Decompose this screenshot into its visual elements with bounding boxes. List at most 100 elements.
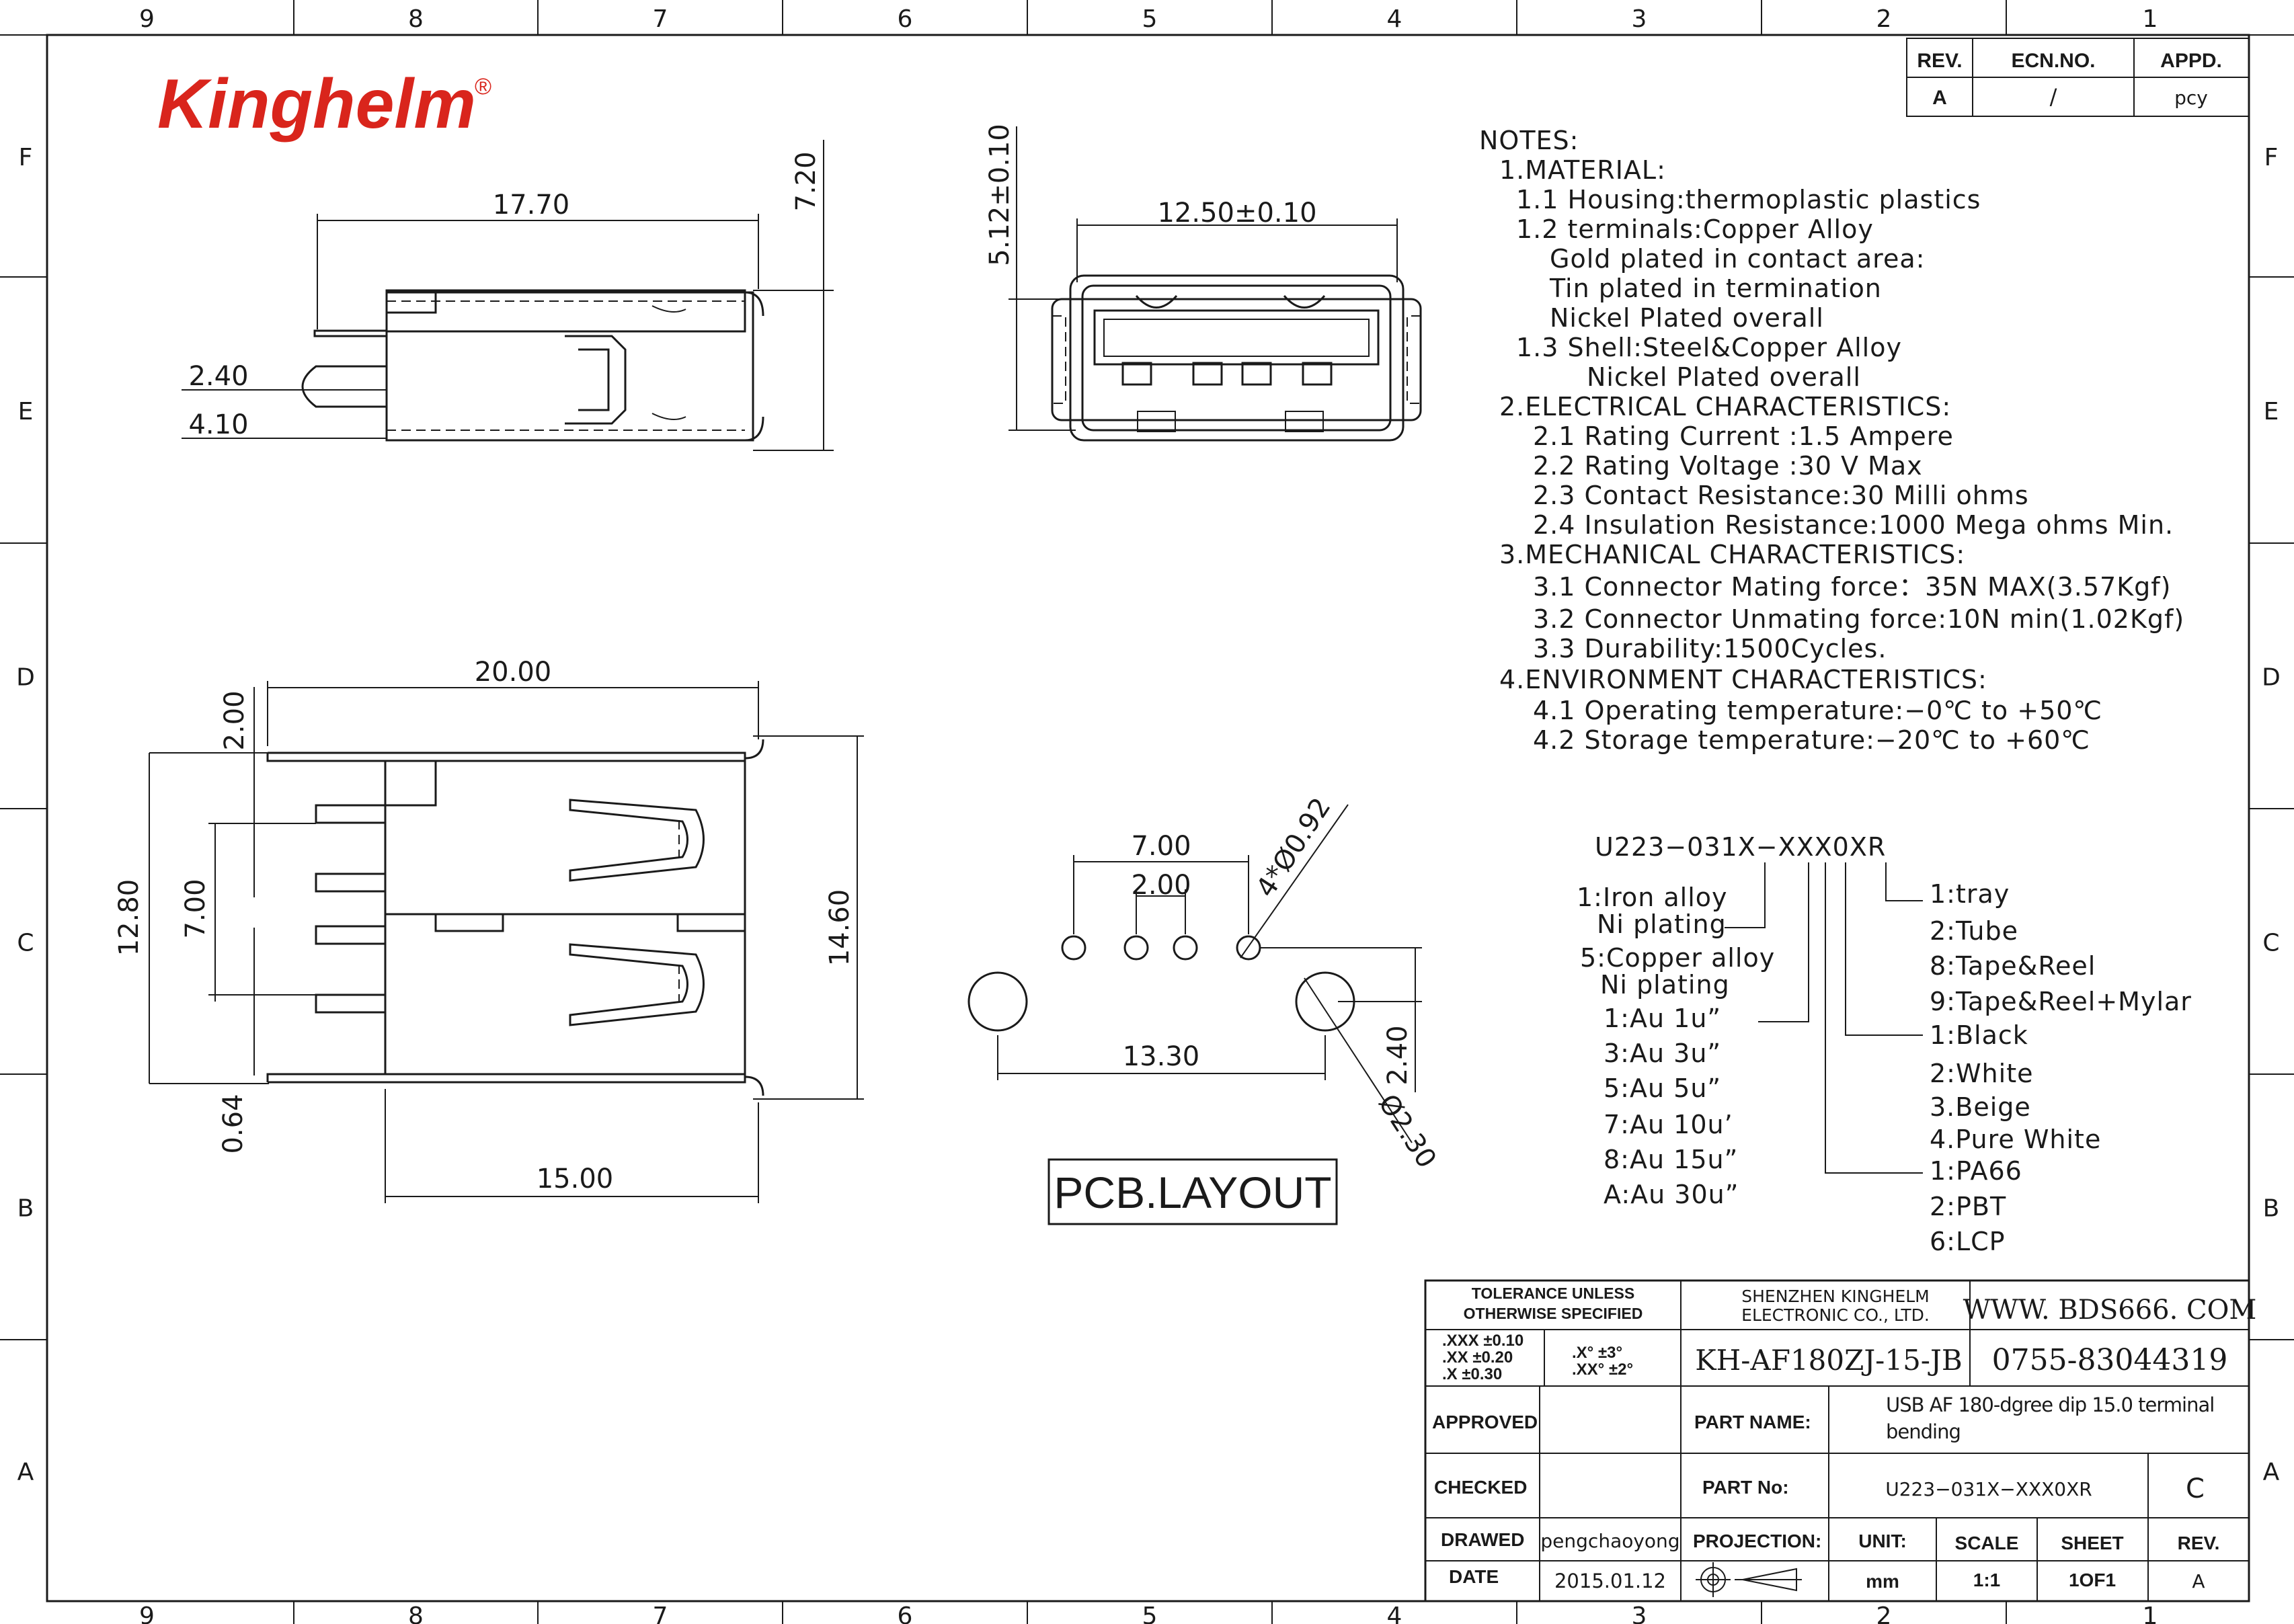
ordering-code-text: U223−031X−XXX0XR <box>1595 832 1886 862</box>
registered-mark: ® <box>475 74 491 99</box>
projection-label: PROJECTION: <box>1693 1531 1821 1551</box>
column-label-top: 4 <box>1387 5 1402 33</box>
approved-label: APPROVED <box>1432 1412 1538 1432</box>
revision-table: REV. ECN.NO. APPD. A / pcy <box>1906 38 2250 117</box>
ordering-option-left: 8:Au 15u” <box>1604 1145 1738 1174</box>
kinghelm-logo: Kinghelm <box>157 65 476 143</box>
note-line: 2.1 Rating Current :1.5 Ampere <box>1533 421 1954 451</box>
dim-pcb-a: 7.00 <box>1131 831 1191 862</box>
column-label-bottom: 2 <box>1876 1602 1892 1624</box>
dim-side-length: 17.70 <box>493 190 570 220</box>
note-line: 3.MECHANICAL CHARACTERISTICS: <box>1499 540 1965 569</box>
ordering-option-right: 9:Tape&Reel+Mylar <box>1930 987 2192 1016</box>
column-label-top: 8 <box>408 5 424 33</box>
scale-label: SCALE <box>1955 1533 2019 1553</box>
rev-value: A <box>2192 1570 2205 1592</box>
dim-top-height: 12.80 <box>114 879 145 957</box>
ordering-option-right: 1:PA66 <box>1930 1156 2022 1186</box>
appd-header: APPD. <box>2160 50 2222 72</box>
note-line: 2.ELECTRICAL CHARACTERISTICS: <box>1499 392 1951 421</box>
part-no-label: PART No: <box>1702 1477 1789 1498</box>
dim-side-pin1: 2.40 <box>188 361 248 392</box>
note-line: 1.3 Shell:Steel&Copper Alloy <box>1516 333 1902 362</box>
scale-value: 1:1 <box>1973 1570 2000 1590</box>
unit-value: mm <box>1866 1571 1899 1592</box>
unit-label: UNIT: <box>1858 1531 1907 1551</box>
part-rev-value: C <box>2186 1473 2205 1504</box>
checked-label: CHECKED <box>1434 1477 1527 1498</box>
ordering-option-right: 1:tray <box>1930 879 2010 909</box>
dim-top-base: 15.00 <box>537 1164 614 1194</box>
projection-symbol-icon <box>1696 1562 1802 1597</box>
note-line: 2.3 Contact Resistance:30 Milli ohms <box>1533 481 2029 510</box>
drawed-label: DRAWED <box>1441 1529 1524 1550</box>
row-label-right: B <box>2263 1195 2280 1223</box>
row-label-left: F <box>19 144 33 171</box>
part-name-label: PART NAME: <box>1694 1412 1811 1432</box>
date-label: DATE <box>1449 1566 1499 1587</box>
ordering-option-left: 5:Au 5u” <box>1604 1073 1721 1103</box>
notes-block: NOTES:1.MATERIAL:1.1 Housing:thermoplast… <box>1479 126 2184 755</box>
part-name-line-2: bending <box>1886 1420 1961 1443</box>
note-line: Gold plated in contact area: <box>1550 244 1925 274</box>
column-label-top: 2 <box>1876 5 1892 33</box>
sheet-label: SHEET <box>2061 1533 2123 1553</box>
note-line: 4.2 Storage temperature:−20℃ to +60℃ <box>1533 725 2090 755</box>
ordering-option-left: 1:Au 1u” <box>1604 1004 1721 1033</box>
part-no-value: U223−031X−XXX0XR <box>1885 1478 2092 1500</box>
ordering-option-left: 3:Au 3u” <box>1604 1039 1721 1068</box>
note-line: 1.1 Housing:thermoplastic plastics <box>1516 185 1981 214</box>
front-view: 12.50±0.10 5.12±0.10 <box>984 124 1422 442</box>
column-label-top: 7 <box>653 5 668 33</box>
row-label-left: D <box>16 664 35 692</box>
tolerance-1: .XXX ±0.10 <box>1442 1332 1524 1350</box>
dim-pcb-b: 2.00 <box>1131 870 1191 901</box>
note-line: Nickel Plated overall <box>1587 362 1861 392</box>
column-label-top: 9 <box>139 5 155 33</box>
column-label-top: 3 <box>1632 5 1647 33</box>
column-label-top: 6 <box>898 5 913 33</box>
note-line: 2.2 Rating Voltage :30 V Max <box>1533 451 1923 481</box>
pcb-layout: 7.00 2.00 4*Ø0.92 13.30 2.40 Ø2.30 PCB.L… <box>967 793 1442 1225</box>
row-label-right: E <box>2264 398 2279 425</box>
ordering-option-right: 2:PBT <box>1930 1192 2006 1221</box>
ordering-option-right: 6:LCP <box>1930 1227 2006 1256</box>
company-line-1: SHENZHEN KINGHELM <box>1741 1287 1929 1306</box>
appd-value: pcy <box>2174 87 2208 109</box>
tolerance-title-1: TOLERANCE UNLESS <box>1472 1285 1634 1302</box>
ordering-option-right: 8:Tape&Reel <box>1930 951 2096 981</box>
dim-pcb-big: Ø2.30 <box>1372 1089 1442 1174</box>
row-label-right: C <box>2262 930 2279 957</box>
part-name-line-1: USB AF 180-dgree dip 15.0 terminal <box>1886 1393 2214 1416</box>
note-line: Tin plated in termination <box>1549 274 1882 303</box>
drawer-name: pengchaoyong <box>1540 1530 1679 1552</box>
column-label-bottom: 4 <box>1387 1602 1402 1624</box>
row-label-right: A <box>2263 1459 2280 1486</box>
ordering-option-left: A:Au 30u” <box>1604 1180 1739 1209</box>
company-line-2: ELECTRONIC CO., LTD. <box>1741 1305 1930 1325</box>
column-label-bottom: 1 <box>2143 1602 2158 1624</box>
ordering-option-right: 2:White <box>1930 1059 2033 1088</box>
ordering-option-left: Ni plating <box>1600 970 1730 1000</box>
column-label-bottom: 5 <box>1142 1602 1158 1624</box>
column-label-bottom: 6 <box>898 1602 913 1624</box>
angle-tol-2: .XX° ±2° <box>1572 1361 1633 1379</box>
row-label-left: E <box>18 398 34 425</box>
dim-side-height: 7.20 <box>791 151 822 211</box>
dim-top-length: 20.00 <box>475 657 552 688</box>
pcb-layout-label: PCB.LAYOUT <box>1054 1168 1331 1217</box>
dim-front-width: 12.50±0.10 <box>1157 198 1316 229</box>
column-label-top: 1 <box>2143 5 2158 33</box>
note-line: NOTES: <box>1479 126 1579 155</box>
row-label-left: C <box>17 930 34 957</box>
date-value: 2015.01.12 <box>1554 1570 1666 1592</box>
column-label-bottom: 9 <box>139 1602 155 1624</box>
side-view: 17.70 7.20 2.40 4.10 <box>182 140 834 451</box>
row-label-left: A <box>17 1459 34 1486</box>
dim-pcb-span: 13.30 <box>1123 1041 1200 1072</box>
row-label-left: B <box>17 1195 34 1223</box>
